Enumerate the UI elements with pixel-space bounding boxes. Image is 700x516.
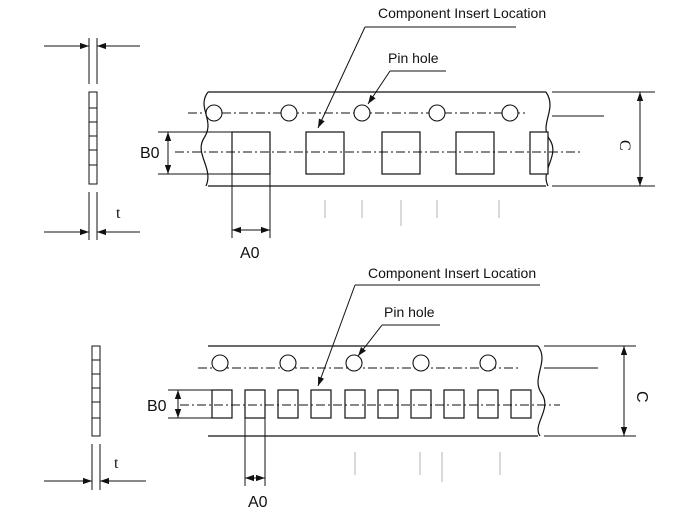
- bottom-dim-b0-label: B0: [147, 398, 167, 415]
- component-pocket: [477, 389, 499, 419]
- component-pocket: [277, 389, 299, 419]
- bottom-component-insert-label: Component Insert Location: [368, 265, 536, 281]
- bottom-pin-hole-label: Pin hole: [384, 304, 435, 320]
- top-dim-a0-label: A0: [240, 245, 260, 262]
- component-pocket: [344, 389, 366, 419]
- top-component-insert-label: Component Insert Location: [378, 5, 546, 21]
- bottom-dim-c-label: C: [633, 391, 650, 403]
- component-pocket: [529, 131, 549, 175]
- top-ghost-marks: [324, 200, 500, 226]
- bottom-dim-a0: A0: [244, 418, 268, 511]
- top-pockets: [175, 131, 580, 175]
- bottom-dim-a0-label: A0: [248, 494, 268, 511]
- bottom-pockets: [180, 389, 560, 419]
- component-pocket: [305, 131, 345, 175]
- pin-hole: [345, 354, 363, 372]
- component-pocket: [211, 389, 233, 419]
- component-pocket: [377, 389, 399, 419]
- component-pocket: [231, 131, 271, 175]
- top-callouts: Component Insert Location Pin hole: [317, 5, 546, 129]
- pin-hole: [501, 104, 519, 122]
- top-dim-b0: B0: [140, 131, 232, 175]
- pin-hole: [279, 354, 297, 372]
- component-pocket: [310, 389, 332, 419]
- component-pocket: [381, 131, 421, 175]
- bottom-callouts: Component Insert Location Pin hole: [317, 265, 540, 387]
- pin-hole: [412, 354, 430, 372]
- top-pin-holes: [205, 104, 519, 122]
- bottom-side-view: t: [44, 345, 146, 490]
- top-dim-c-label: C: [616, 140, 633, 151]
- bottom-diagram: t: [44, 265, 650, 511]
- component-pocket: [455, 131, 495, 175]
- top-dim-b0-label: B0: [140, 145, 160, 162]
- bottom-dim-b0: B0: [147, 389, 212, 419]
- bottom-ghost-marks: [354, 452, 501, 482]
- component-pocket: [244, 389, 266, 419]
- top-side-view: t: [44, 38, 140, 240]
- top-dim-t-label: t: [116, 205, 121, 222]
- pin-hole: [479, 354, 497, 372]
- pin-hole: [205, 104, 223, 122]
- component-pocket: [443, 389, 465, 419]
- pin-hole: [353, 104, 371, 122]
- top-diagram: t: [44, 5, 655, 262]
- bottom-dim-c: C: [620, 346, 650, 436]
- pin-hole: [211, 354, 229, 372]
- bottom-pin-holes: [211, 354, 497, 372]
- component-pocket: [510, 389, 532, 419]
- top-pin-hole-label: Pin hole: [388, 50, 439, 66]
- pin-hole: [428, 104, 446, 122]
- top-dim-a0: A0: [231, 174, 271, 262]
- pin-hole: [280, 104, 298, 122]
- bottom-dim-t-label: t: [114, 455, 119, 472]
- component-pocket: [410, 389, 432, 419]
- top-dim-c: C: [616, 92, 644, 186]
